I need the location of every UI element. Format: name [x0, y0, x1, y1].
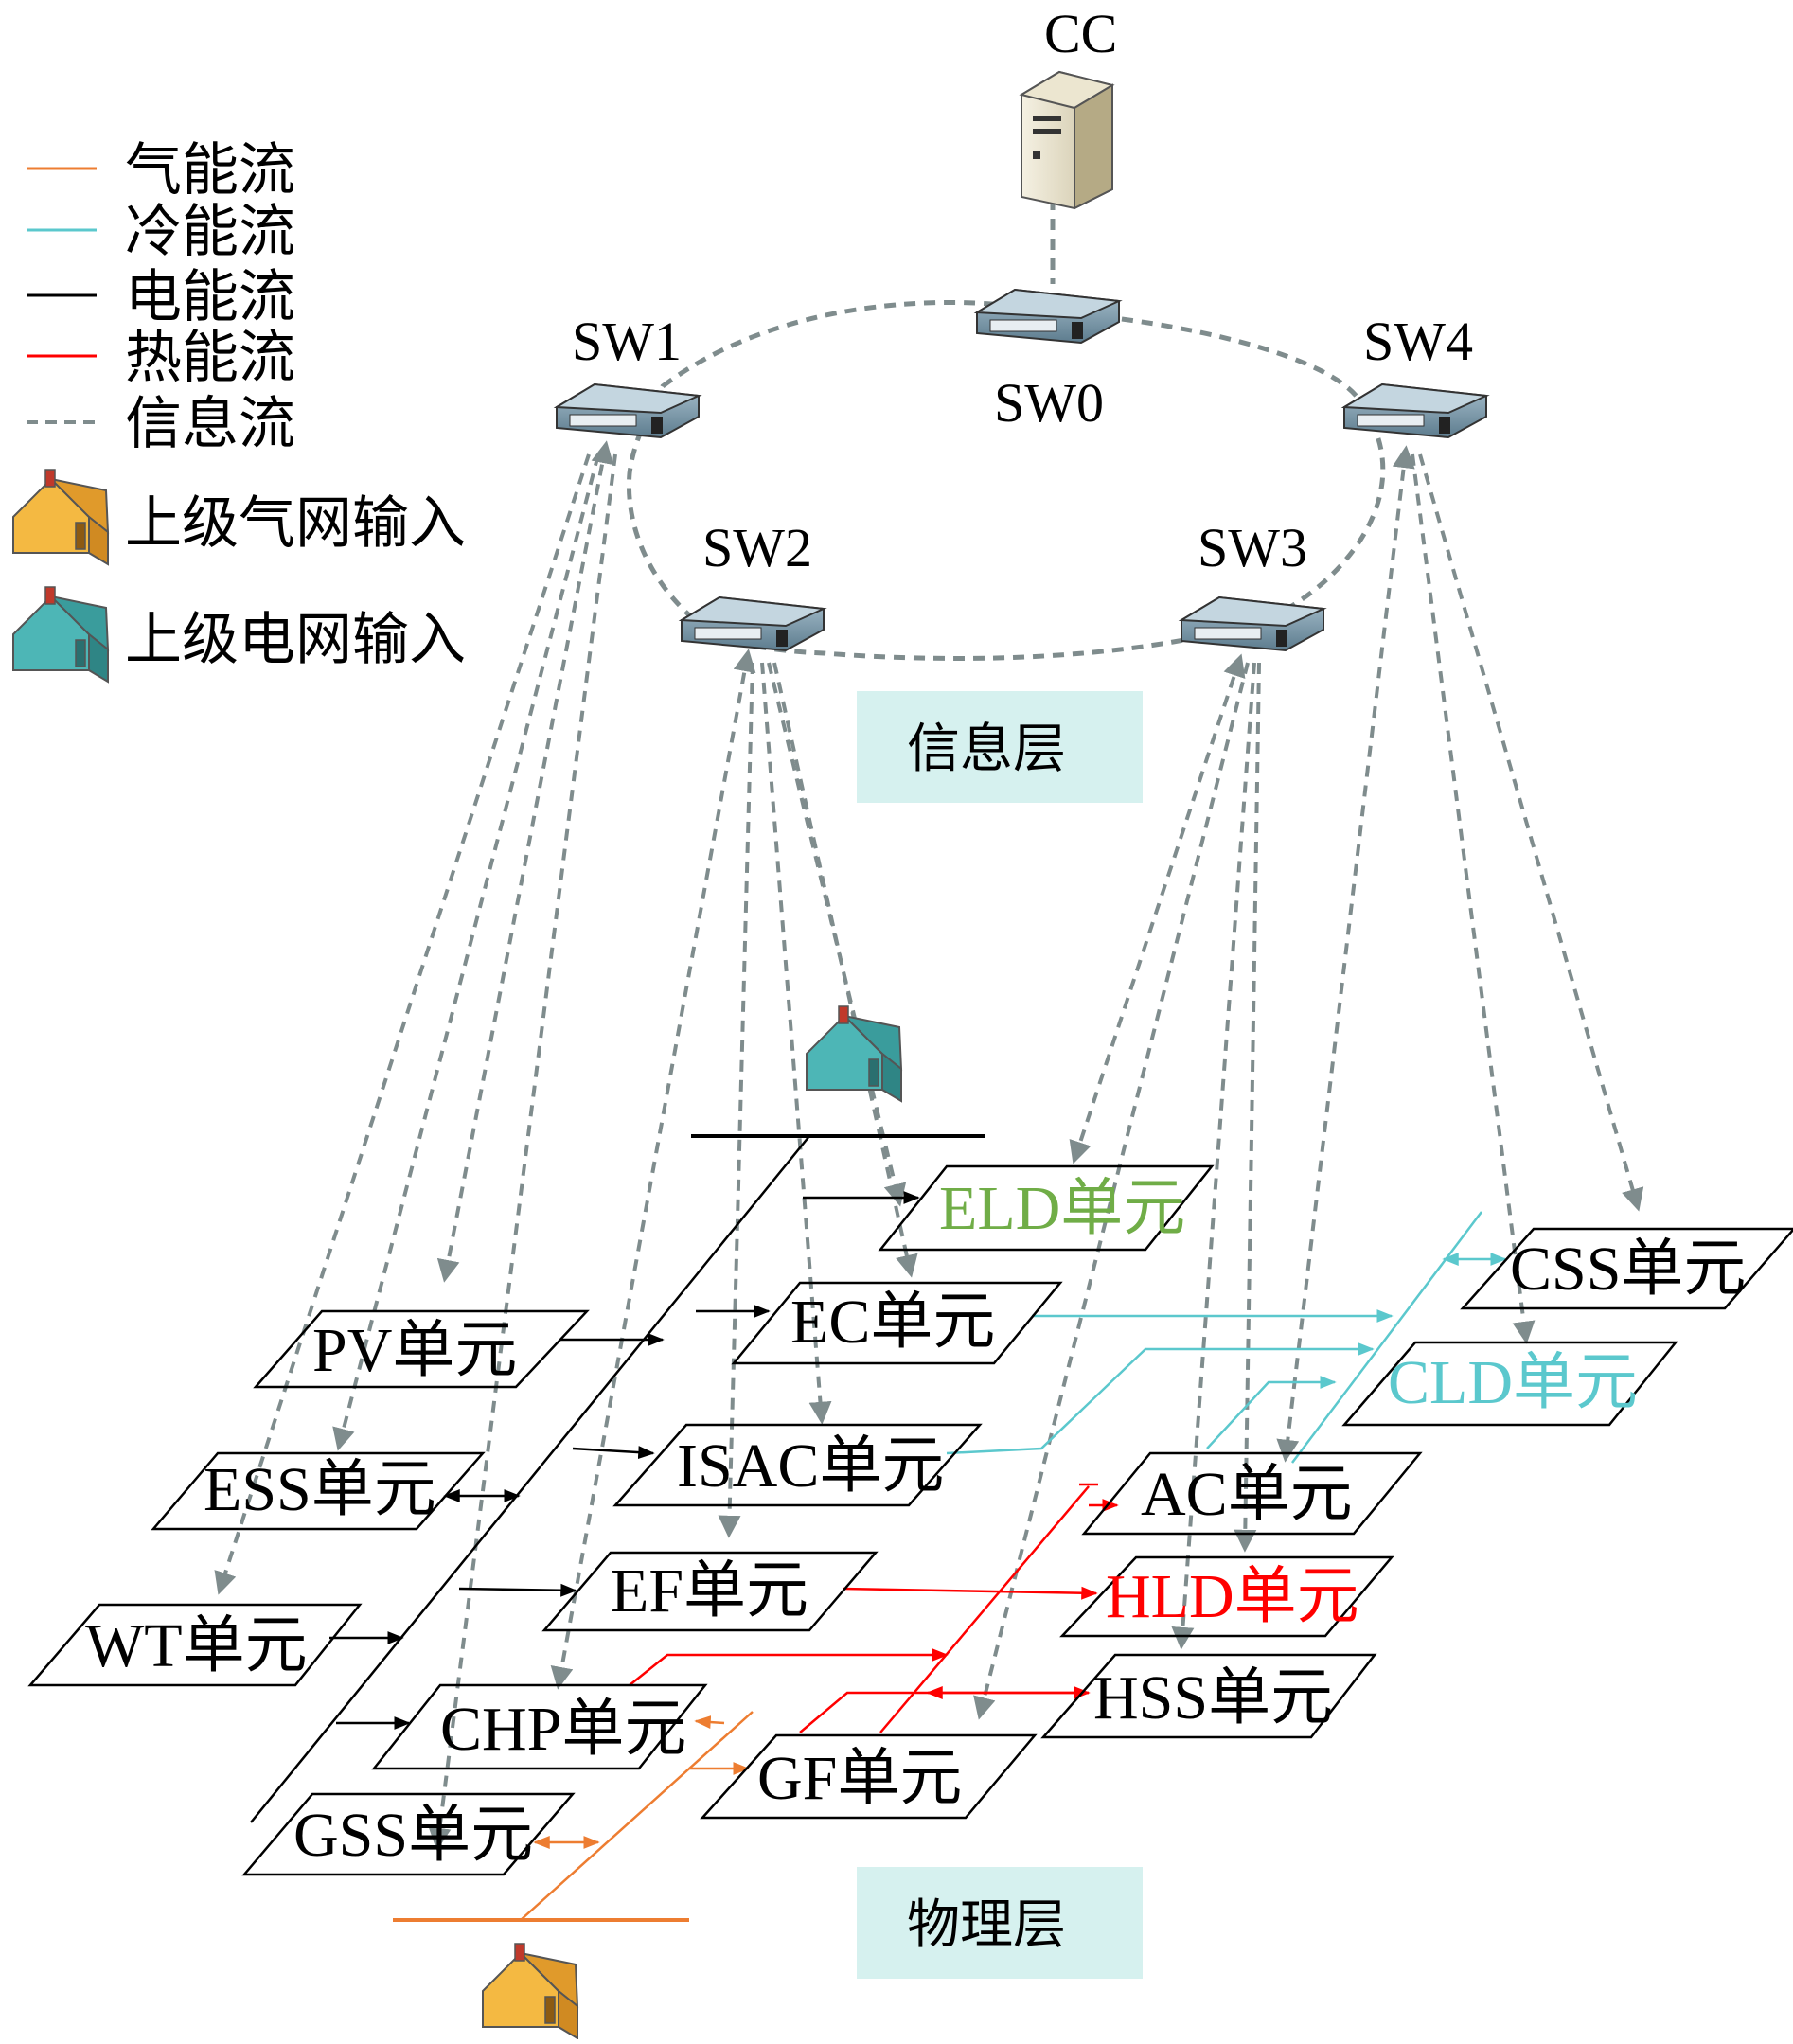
unit-box-hld — [1059, 1555, 1394, 1638]
unit-box-hss — [1040, 1653, 1377, 1739]
unit-label-isac: ISAC单元 — [677, 1431, 944, 1501]
info-link-sw4-cld — [1411, 453, 1536, 1344]
unit-label-css: CSS单元 — [1510, 1235, 1746, 1304]
info-link-sw3-eld — [1069, 653, 1246, 1164]
info-link-sw3-hss — [1171, 662, 1256, 1650]
unit-box-ac — [1081, 1451, 1423, 1536]
info-flow-links — [214, 440, 1644, 1851]
unit-label-wt: WT单元 — [85, 1611, 308, 1680]
legend-gas-label: 气能流 — [125, 137, 295, 204]
info-link-sw2-ec — [772, 662, 918, 1278]
unit-box-cld — [1341, 1341, 1678, 1427]
info-link-sw1-chp — [428, 453, 617, 1851]
physical-layer: ELD单元 PV单元 EC单元 CSS单元 CLD单元 ISAC单元 ESS单元… — [27, 1005, 1793, 2040]
sw1-label: SW1 — [572, 311, 682, 372]
electric-link-bus-isac — [572, 1446, 655, 1460]
info-link-sw2-isac — [760, 662, 832, 1425]
unit-label-ess: ESS单元 — [204, 1455, 436, 1524]
unit-label-chp: CHP单元 — [440, 1695, 686, 1764]
electric-bus-main — [250, 1135, 810, 1823]
heat-link-gf-hss — [799, 1686, 1091, 1733]
unit-box-gss — [241, 1792, 576, 1876]
info-link-sw3-gf — [973, 662, 1250, 1720]
info-link-sw1-ess — [332, 453, 600, 1451]
cold-link-isac-bus — [946, 1342, 1375, 1455]
electric-flows — [250, 1135, 920, 1823]
legend-heat-label: 热能流 — [125, 325, 295, 391]
house-gas-icon — [12, 469, 110, 566]
legend: 气能流 冷能流 电能流 热能流 信息流 上级气网输入 上级电网输入 — [12, 137, 466, 684]
info-link-sw3-hld — [1234, 662, 1261, 1553]
unit-box-pv — [253, 1309, 590, 1389]
sw0-label: SW0 — [994, 372, 1104, 434]
cold-flows — [946, 1211, 1507, 1464]
info-link-sw1-pv — [436, 440, 614, 1283]
unit-label-cld: CLD单元 — [1388, 1348, 1638, 1417]
unit-label-pv: PV单元 — [312, 1316, 517, 1385]
sw3-label: SW3 — [1198, 517, 1307, 578]
unit-box-ef — [541, 1551, 879, 1632]
switch-icon — [678, 595, 827, 652]
unit-box-ec — [731, 1281, 1063, 1365]
physical-layer-label: 物理层 — [907, 1894, 1066, 1956]
heat-bus — [879, 1485, 1090, 1733]
house-gas-icon — [482, 1943, 579, 2040]
info-layer: CC SW0 SW1 SW2 SW3 — [553, 3, 1490, 803]
legend-info-label: 信息流 — [125, 391, 295, 457]
unit-label-gss: GSS单元 — [293, 1801, 533, 1870]
electric-link-bus-ef — [458, 1583, 577, 1597]
switch-icon — [973, 288, 1123, 345]
legend-grid-input-label: 上级电网输入 — [125, 607, 466, 673]
legend-electric-label: 电能流 — [125, 264, 295, 330]
unit-box-eld — [878, 1164, 1215, 1252]
unit-box-gf — [700, 1733, 1038, 1820]
gas-link-bus-chp — [694, 1715, 725, 1730]
info-link-sw2-ef — [718, 662, 754, 1538]
unit-label-hld: HLD单元 — [1106, 1562, 1359, 1631]
unit-boxes — [27, 1164, 1793, 1876]
switch-icon — [1178, 595, 1327, 652]
heat-link-ef-hld — [842, 1586, 1098, 1600]
server-icon — [1019, 70, 1115, 210]
unit-box-isac — [612, 1423, 983, 1507]
unit-box-css — [1460, 1227, 1793, 1310]
info-link-sw2-chp — [550, 649, 756, 1690]
house-grid-icon — [12, 586, 110, 684]
gas-flows — [520, 1711, 754, 1921]
unit-box-ess — [151, 1451, 486, 1531]
unit-label-ec: EC单元 — [790, 1288, 995, 1357]
heat-flows — [629, 1483, 1119, 1733]
unit-labels: ELD单元 PV单元 EC单元 CSS单元 CLD单元 ISAC单元 ESS单元… — [85, 1174, 1746, 1870]
cc-label: CC — [1044, 3, 1117, 64]
unit-label-ef: EF单元 — [611, 1556, 808, 1626]
legend-gas-input-label: 上级气网输入 — [125, 490, 466, 557]
unit-label-hss: HSS单元 — [1093, 1663, 1333, 1733]
sw2-label: SW2 — [702, 517, 812, 578]
info-link-sw4-ac — [1276, 445, 1415, 1463]
gas-bus — [520, 1711, 754, 1921]
info-layer-label: 信息层 — [907, 719, 1066, 780]
info-link-sw1-wt — [214, 453, 591, 1595]
info-link-sw4-css — [1418, 453, 1644, 1212]
heat-link-chp-bus — [629, 1648, 949, 1686]
switch-icon — [1340, 382, 1490, 439]
sw4-label: SW4 — [1363, 311, 1473, 372]
info-link-sw2-eld — [767, 662, 907, 1207]
unit-box-chp — [371, 1683, 708, 1770]
cold-link-ac-cld — [1206, 1376, 1337, 1449]
unit-box-wt — [27, 1603, 363, 1687]
unit-label-eld: ELD单元 — [939, 1174, 1185, 1243]
physical-layer-box — [857, 1867, 1143, 1979]
unit-label-gf: GF单元 — [757, 1744, 962, 1813]
house-grid-icon — [806, 1005, 903, 1103]
legend-cold-label: 冷能流 — [125, 199, 295, 265]
unit-label-ac: AC单元 — [1141, 1460, 1353, 1529]
switch-icon — [553, 382, 702, 439]
